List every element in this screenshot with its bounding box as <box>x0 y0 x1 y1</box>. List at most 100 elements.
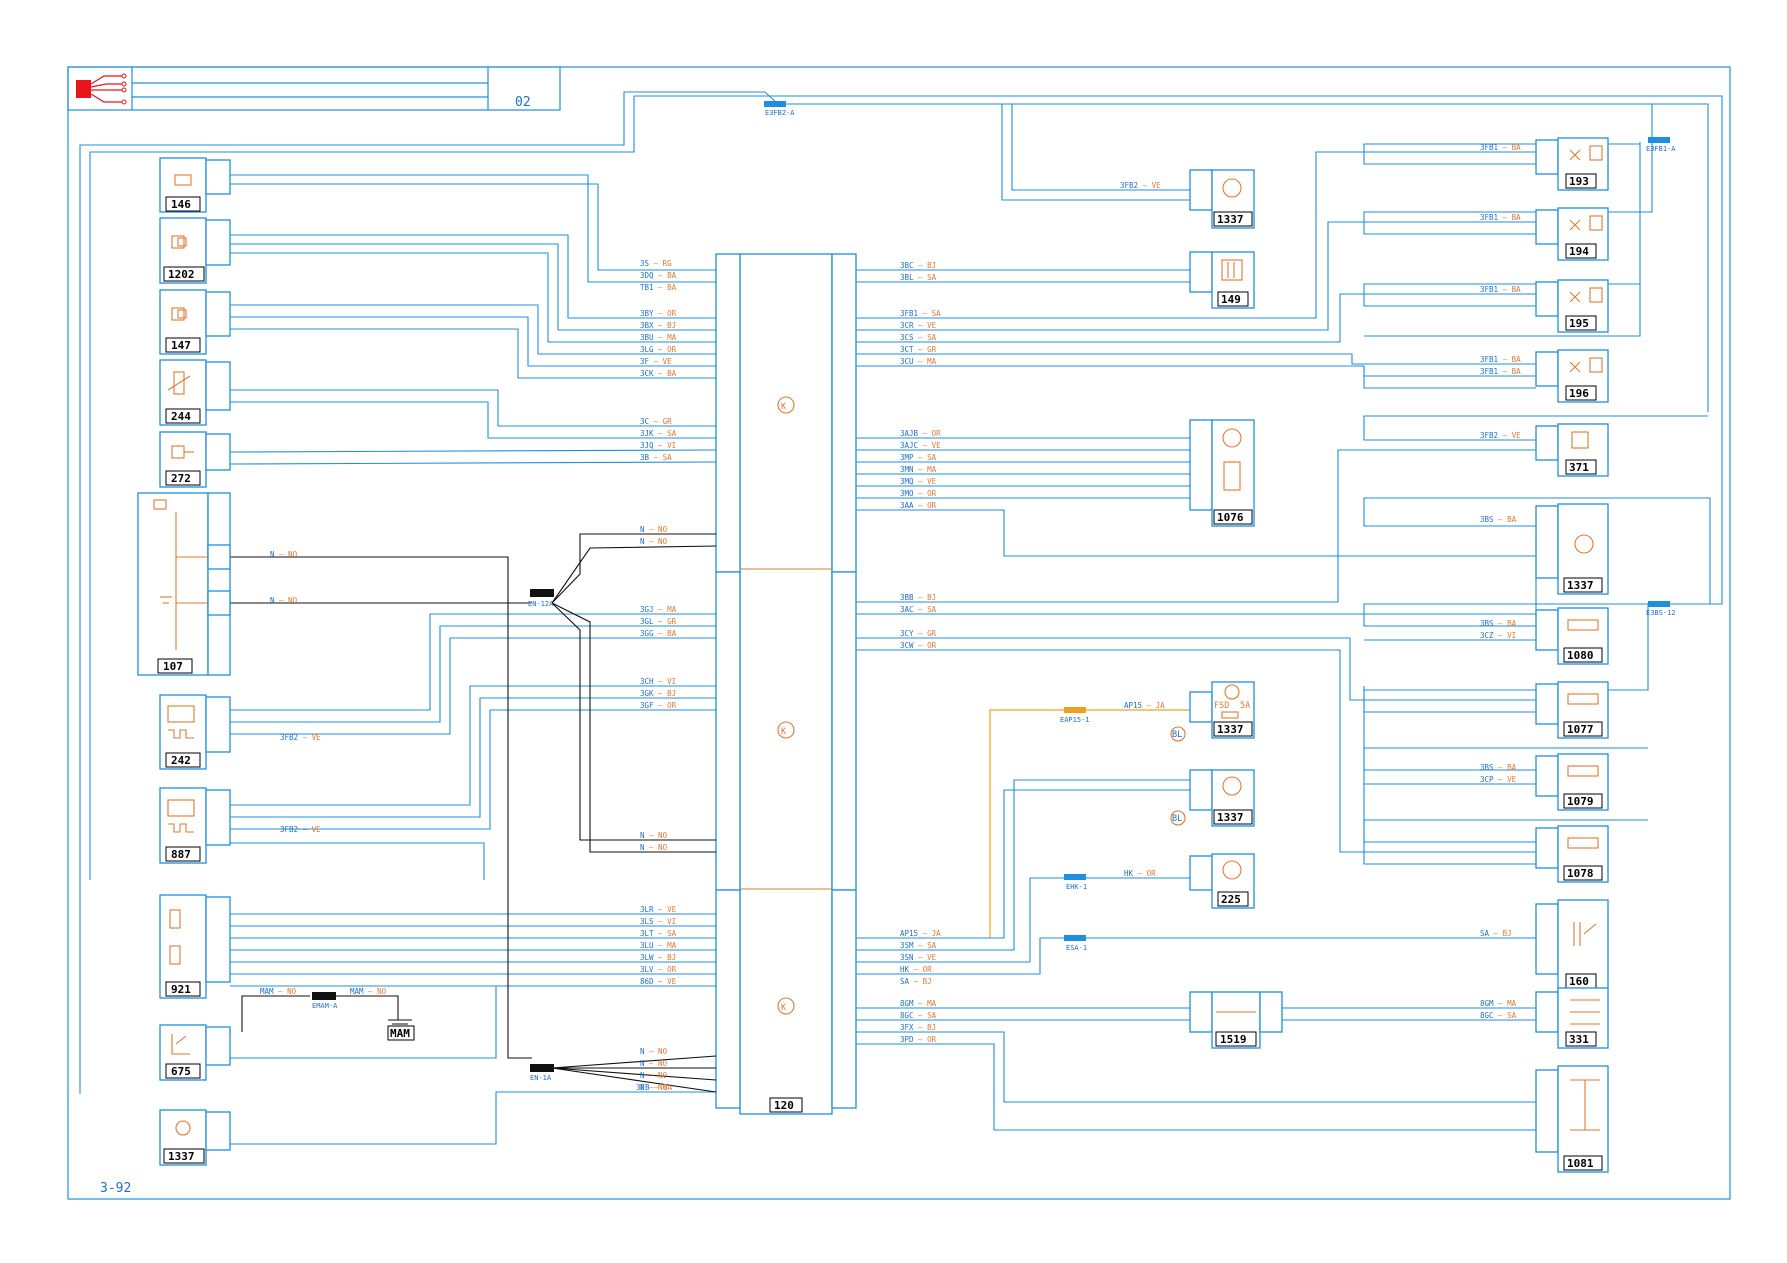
left-wire-label-15: 3GJ — MA <box>640 605 677 614</box>
component-1077: 1077 <box>1535 681 1609 739</box>
right-wire-label-15: 3AC — SA <box>900 605 937 614</box>
svg-text:146: 146 <box>171 198 191 211</box>
svg-text:371: 371 <box>1569 461 1589 474</box>
far-wire-label-6: 3FB2 — VE <box>1480 431 1521 440</box>
component-1076: 1076 <box>1189 419 1255 527</box>
harness-logo-icon <box>76 73 127 105</box>
right-wire-label-23: 8GM — MA <box>900 999 937 1008</box>
component-193: 193 <box>1535 137 1609 191</box>
right-wire-label-17: 3CW — OR <box>900 641 937 650</box>
component-1337-fsd: FSD 5A 1337 BL <box>1170 681 1255 742</box>
right-wire-label-1: 3BL — SA <box>900 273 937 282</box>
left-wire-label-0: 3S — RG <box>640 259 672 268</box>
svg-text:1079: 1079 <box>1567 795 1594 808</box>
left-wire-label-29: 86D — VE <box>640 977 677 986</box>
left-wire-label-8: 3CK — BA <box>640 369 677 378</box>
left-wire-label-24: 3LS — VI <box>640 917 676 926</box>
ecu-symbol-icon: K <box>777 721 795 739</box>
component-1079: 1079 <box>1535 753 1609 811</box>
far-wire-label-22: MAM — NO <box>350 987 387 996</box>
right-wire-label-3: 3CR — VE <box>900 321 937 330</box>
svg-text:921: 921 <box>171 983 191 996</box>
right-wire-label-6: 3CU — MA <box>900 357 937 366</box>
far-wire-label-2: 3FB1 — BA <box>1480 213 1521 222</box>
right-wire-label-25: 3FX — BJ <box>900 1023 936 1032</box>
left-wire-label-18: 3CH — VI <box>640 677 676 686</box>
component-146: 146 <box>159 157 231 213</box>
svg-text:BL: BL <box>1172 814 1182 824</box>
far-wire-label-0: 3FB1 — BA <box>1480 143 1521 152</box>
ground-mam: MAM <box>387 1025 415 1041</box>
component-107: 107 <box>137 492 231 676</box>
svg-text:1337: 1337 <box>1217 213 1244 226</box>
right-components: 193 194 195 196 371 <box>1535 137 1609 1173</box>
left-components: 146 1202 147 244 272 <box>137 157 415 1166</box>
svg-text:225: 225 <box>1221 893 1241 906</box>
svg-text:1337: 1337 <box>168 1150 195 1163</box>
svg-text:675: 675 <box>171 1065 191 1078</box>
svg-text:195: 195 <box>1569 317 1589 330</box>
ap15-feed-wire <box>989 709 1190 938</box>
component-371: 371 <box>1535 423 1609 477</box>
left-wire-label-30: N — NO <box>640 1047 668 1056</box>
component-194: 194 <box>1535 207 1609 261</box>
component-1337-top: 1337 <box>1189 169 1255 229</box>
far-wire-label-5: 3FB1 — BA <box>1480 367 1521 376</box>
component-1519: 1519 <box>1189 991 1283 1049</box>
far-wire-label-15: AP15 — JA <box>1124 701 1165 710</box>
far-wire-label-21: MAM — NO <box>260 987 297 996</box>
component-1080: 1080 <box>1535 607 1609 665</box>
svg-text:5A: 5A <box>1240 701 1250 711</box>
svg-text:K: K <box>781 1003 787 1013</box>
left-wire-label-27: 3LW — BJ <box>640 953 676 962</box>
component-196: 196 <box>1535 349 1609 403</box>
left-wire-label-23: 3LR — VE <box>640 905 677 914</box>
svg-text:107: 107 <box>163 660 183 673</box>
svg-text:1337: 1337 <box>1217 811 1244 824</box>
left-wire-label-6: 3LG — OR <box>640 345 677 354</box>
right-center-components: 1337 149 1076 FSD 5A 1337 BL <box>1170 169 1283 1049</box>
left-wire-label-1: 3DQ — BA <box>640 271 677 280</box>
svg-text:EAP15-1: EAP15-1 <box>1060 716 1090 724</box>
svg-text:272: 272 <box>171 472 191 485</box>
component-921: 921 <box>159 894 231 999</box>
component-160: 160 <box>1535 899 1609 991</box>
left-wire-label-19: 3GK — BJ <box>640 689 676 698</box>
far-wire-label-19: N — NO <box>270 550 298 559</box>
far-wire-label-16: HK — OR <box>1124 869 1156 878</box>
right-wire-label-7: 3AJB — OR <box>900 429 941 438</box>
svg-text:331: 331 <box>1569 1033 1589 1046</box>
page-reference: 3-92 <box>100 1181 131 1196</box>
left-wire-label-12: 3B — SA <box>640 453 672 462</box>
component-1081: 1081 <box>1535 1065 1609 1173</box>
far-wire-label-3: 3FB1 — BA <box>1480 285 1521 294</box>
component-1337-mid: 1337 BL <box>1170 769 1255 827</box>
ecu-120: K K K 120 <box>715 253 857 1115</box>
right-wire-label-4: 3CS — SA <box>900 333 937 342</box>
right-wire-label-12: 3MO — OR <box>900 489 937 498</box>
svg-text:1078: 1078 <box>1567 867 1594 880</box>
component-1337-left: 1337 <box>159 1109 231 1166</box>
component-149: 149 <box>1189 251 1255 309</box>
sheet-code: 02 <box>515 95 531 110</box>
svg-text:242: 242 <box>171 754 191 767</box>
left-wire-label-5: 3BU — MA <box>640 333 677 342</box>
svg-text:1202: 1202 <box>168 268 195 281</box>
component-195: 195 <box>1535 279 1609 333</box>
left-wire-label-14: N — NO <box>640 537 668 546</box>
svg-text:1519: 1519 <box>1220 1033 1247 1046</box>
far-wire-label-17: 3FB2 — VE <box>280 733 321 742</box>
far-wire-label-11: 3CP — VE <box>1480 775 1517 784</box>
svg-text:1337: 1337 <box>1217 723 1244 736</box>
left-wire-label-9: 3C — GR <box>640 417 672 426</box>
left-wire-label-13: N — NO <box>640 525 668 534</box>
component-272: 272 <box>159 431 231 488</box>
left-wire-label-22: N — NO <box>640 843 668 852</box>
far-wire-labels: 3FB1 — BA 3FB2 — VE 3FB1 — BA 3FB1 — BA 3FB1… <box>260 143 1521 1020</box>
component-225: 225 <box>1189 853 1255 909</box>
sheet-frame <box>67 66 1731 1200</box>
component-147: 147 <box>159 289 231 355</box>
component-675: 675 <box>159 1024 231 1081</box>
svg-text:194: 194 <box>1569 245 1589 258</box>
svg-text:1081: 1081 <box>1567 1157 1594 1170</box>
